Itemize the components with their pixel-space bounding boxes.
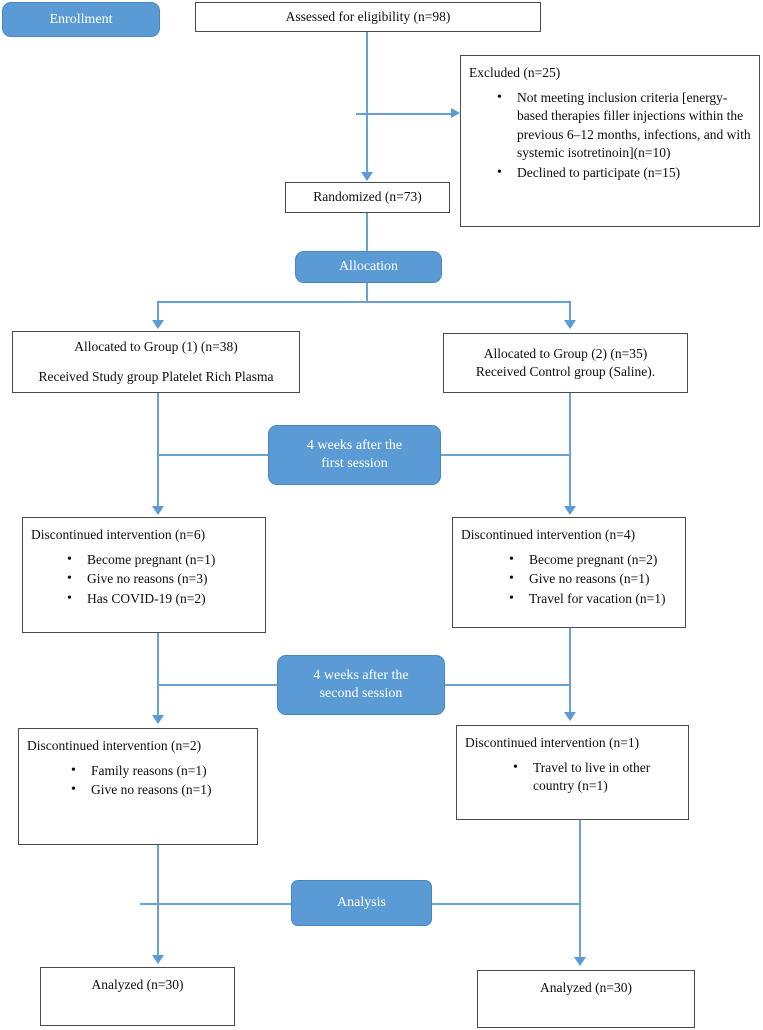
node-discontinued-right-2-reason-list: Travel to live in other country (n=1) [465, 758, 680, 796]
list-item: Family reasons (n=1) [71, 761, 249, 780]
connector-discontinued2-to-analyzed-right [579, 820, 581, 959]
connector-followup2-right [437, 684, 570, 686]
list-item: Not meeting inclusion criteria [energy-b… [497, 88, 751, 162]
node-randomized-label: Randomized (n=73) [313, 189, 422, 205]
connector-allocation-to-split [366, 283, 368, 302]
connector-split-to-group2 [569, 301, 571, 322]
list-item: Has COVID-19 (n=2) [67, 589, 257, 608]
connector-split-to-group1 [157, 301, 159, 322]
stage-badge-followup-2-line1: 4 weeks after the [313, 668, 409, 684]
arrowhead-excluded [451, 108, 460, 118]
arrowhead-randomized [361, 172, 373, 181]
node-discontinued-left-2-title: Discontinued intervention (n=2) [27, 738, 202, 753]
list-item: Give no reasons (n=1) [71, 780, 249, 799]
connector-discontinued2-to-analyzed-left [157, 845, 159, 957]
node-discontinued-right-1-reason-list: Become pregnant (n=2) Give no reasons (n… [461, 550, 677, 608]
list-item: Declined to participate (n=15) [497, 162, 751, 181]
node-discontinued-right-1-title: Discontinued intervention (n=4) [461, 527, 636, 542]
connector-analysis-right [430, 903, 580, 905]
list-item: Give no reasons (n=1) [509, 569, 677, 588]
node-excluded-reason-list: Not meeting inclusion criteria [energy-b… [469, 88, 751, 182]
node-excluded: Excluded (n=25) Not meeting inclusion cr… [460, 55, 760, 227]
node-randomized: Randomized (n=73) [285, 182, 450, 213]
stage-badge-followup-1: 4 weeks after the first session [268, 425, 441, 485]
connector-randomized-to-allocation [366, 213, 368, 253]
node-assessed-for-eligibility: Assessed for eligibility (n=98) [195, 2, 541, 32]
connector-discontinued1-to-discontinued2-left [157, 633, 159, 717]
stage-badge-followup-1-line2: first session [321, 456, 388, 471]
list-item: Travel for vacation (n=1) [509, 589, 677, 608]
stage-badge-enrollment: Enrollment [2, 2, 160, 37]
stage-badge-followup-2: 4 weeks after the second session [277, 655, 445, 715]
connector-assessed-to-randomized [366, 32, 368, 173]
arrowhead-analyzed-right [574, 957, 586, 966]
stage-badge-followup-1-line1: 4 weeks after the [306, 438, 403, 454]
list-item: Become pregnant (n=2) [509, 550, 677, 569]
node-analyzed-left-label: Analyzed (n=30) [91, 977, 184, 992]
connector-assessed-to-excluded [356, 113, 452, 115]
stage-badge-analysis-label: Analysis [337, 895, 386, 911]
node-discontinued-left-1-reason-list: Become pregnant (n=1) Give no reasons (n… [31, 550, 257, 608]
node-allocated-group-2: Allocated to Group (2) (n=35) Received C… [443, 333, 688, 393]
connector-group2-to-discontinued1 [569, 393, 571, 508]
node-assessed-label: Assessed for eligibility (n=98) [285, 8, 451, 24]
node-allocated-group-1-line1: Allocated to Group (1) (n=38) [74, 338, 238, 354]
node-allocated-group-2-line1: Allocated to Group (2) (n=35) [483, 345, 648, 361]
node-analyzed-left: Analyzed (n=30) [40, 967, 235, 1026]
arrowhead-discontinued-left-1 [152, 506, 164, 515]
connector-discontinued1-to-discontinued2-right [569, 628, 571, 714]
arrowhead-group2 [564, 320, 576, 329]
arrowhead-discontinued-right-2 [564, 712, 576, 721]
stage-badge-allocation: Allocation [295, 251, 442, 283]
node-discontinued-right-1: Discontinued intervention (n=4) Become p… [452, 517, 686, 628]
arrowhead-discontinued-left-2 [152, 715, 164, 724]
connector-followup2-left [157, 684, 285, 686]
connector-analysis-left [140, 903, 295, 905]
node-allocated-group-1-line2: Received Study group Platelet Rich Plasm… [38, 369, 274, 384]
node-discontinued-left-1-title: Discontinued intervention (n=6) [31, 527, 206, 542]
arrowhead-discontinued-right-1 [564, 506, 576, 515]
stage-badge-allocation-label: Allocation [338, 259, 399, 275]
connector-group1-to-discontinued1 [157, 393, 159, 508]
connector-followup1-right [432, 454, 570, 456]
node-discontinued-left-1: Discontinued intervention (n=6) Become p… [22, 517, 266, 633]
stage-badge-enrollment-label: Enrollment [49, 11, 113, 27]
node-discontinued-left-2: Discontinued intervention (n=2) Family r… [18, 728, 258, 845]
node-discontinued-left-2-reason-list: Family reasons (n=1) Give no reasons (n=… [27, 761, 249, 800]
list-item: Give no reasons (n=3) [67, 569, 257, 588]
connector-allocation-split [158, 301, 571, 303]
list-item: Become pregnant (n=1) [67, 550, 257, 569]
arrowhead-group1 [152, 320, 164, 329]
stage-badge-followup-2-line2: second session [319, 686, 403, 701]
node-allocated-group-1: Allocated to Group (1) (n=38) Received S… [12, 331, 300, 393]
node-excluded-title: Excluded (n=25) [469, 65, 561, 80]
connector-followup1-left [157, 454, 277, 456]
list-item: Travel to live in other country (n=1) [513, 758, 680, 796]
node-discontinued-right-2: Discontinued intervention (n=1) Travel t… [456, 725, 689, 820]
stage-badge-analysis: Analysis [291, 880, 432, 926]
node-discontinued-right-2-title: Discontinued intervention (n=1) [465, 735, 640, 750]
node-analyzed-right: Analyzed (n=30) [477, 970, 695, 1028]
node-allocated-group-2-line2: Received Control group (Saline). [475, 364, 656, 379]
node-analyzed-right-label: Analyzed (n=30) [540, 980, 632, 995]
arrowhead-analyzed-left [152, 955, 164, 964]
